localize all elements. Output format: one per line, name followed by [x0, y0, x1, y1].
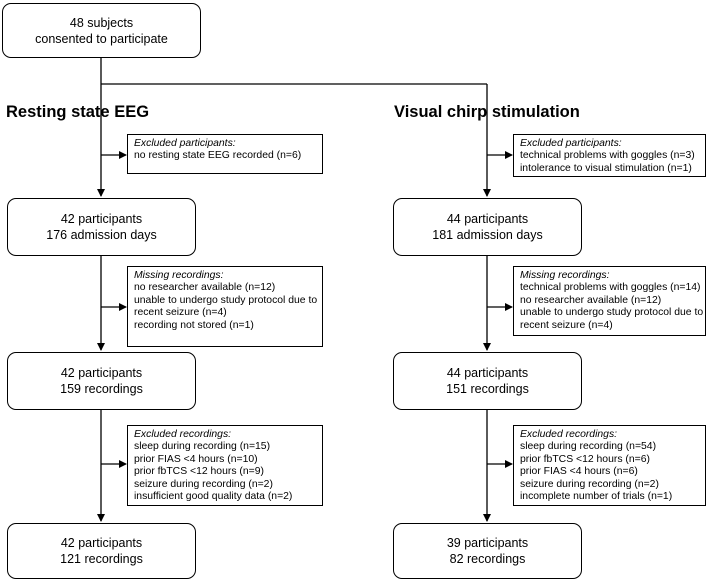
right-excluded-recordings-note: Excluded recordings: sleep during record…: [513, 425, 706, 506]
note-item: recording not stored (n=1): [134, 319, 254, 331]
left-recordings-box: 42 participants 159 recordings: [7, 352, 196, 410]
box-line-1: 42 participants: [60, 212, 143, 226]
note-item: seizure during recording (n=2): [134, 478, 273, 490]
note-title: Excluded participants:: [520, 138, 622, 149]
left-excluded-participants-note: Excluded participants: no resting state …: [127, 134, 323, 174]
note-item: prior fbTCS <12 hours (n=6): [520, 453, 650, 465]
box-line-2: 82 recordings: [449, 552, 526, 566]
note-item: unable to undergo study protocol due to: [134, 294, 318, 306]
note-item: no resting state EEG recorded (n=6): [134, 150, 302, 162]
right-excluded-participants-note: Excluded participants: technical problem…: [513, 134, 706, 177]
note-item: technical problems with goggles (n=14): [520, 282, 701, 294]
note-item: no researcher available (n=12): [134, 282, 276, 294]
left-missing-recordings-note: Missing recordings: no researcher availa…: [127, 266, 323, 347]
note-item: unable to undergo study protocol due to: [520, 307, 704, 319]
box-line-1: 39 participants: [446, 536, 529, 550]
note-item: incomplete number of trials (n=1): [520, 491, 673, 503]
note-item: sleep during recording (n=54): [520, 441, 657, 453]
note-title: Excluded recordings:: [520, 429, 618, 440]
consent-box-line-2: consented to participate: [35, 31, 168, 46]
note-title: Missing recordings:: [134, 270, 224, 281]
left-admission-box: 42 participants 176 admission days: [7, 198, 196, 256]
right-admission-box: 44 participants 181 admission days: [393, 198, 582, 256]
note-title: Excluded recordings:: [134, 429, 232, 440]
note-item: prior FIAS <4 hours (n=6): [520, 466, 638, 478]
right-recordings-box: 44 participants 151 recordings: [393, 352, 582, 410]
consent-box-line-1: 48 subjects: [69, 15, 134, 30]
note-item: no researcher available (n=12): [520, 294, 662, 306]
note-title: Missing recordings:: [520, 270, 610, 281]
note-item: recent seizure (n=4): [134, 307, 227, 319]
note-item: technical problems with goggles (n=3): [520, 150, 695, 162]
box-line-1: 42 participants: [60, 366, 143, 380]
left-heading: Resting state EEG: [6, 103, 150, 121]
box-line-1: 42 participants: [60, 536, 143, 550]
left-excluded-recordings-note: Excluded recordings: sleep during record…: [127, 425, 323, 506]
box-line-2: 176 admission days: [46, 228, 157, 242]
consent-box: 48 subjects consented to participate: [2, 3, 201, 58]
note-item: intolerance to visual stimulation (n=1): [520, 162, 692, 174]
note-title: Excluded participants:: [134, 138, 236, 149]
note-item: prior fbTCS <12 hours (n=9): [134, 466, 264, 478]
box-line-2: 181 admission days: [432, 228, 543, 242]
note-item: prior FIAS <4 hours (n=10): [134, 453, 258, 465]
right-heading: Visual chirp stimulation: [394, 103, 580, 121]
left-final-box: 42 participants 121 recordings: [7, 523, 196, 579]
box-line-2: 151 recordings: [446, 382, 529, 396]
box-line-1: 44 participants: [446, 366, 529, 380]
right-missing-recordings-note: Missing recordings: technical problems w…: [513, 266, 706, 336]
right-final-box: 39 participants 82 recordings: [393, 523, 582, 579]
note-item: seizure during recording (n=2): [520, 478, 659, 490]
box-line-1: 44 participants: [446, 212, 529, 226]
box-line-2: 121 recordings: [60, 552, 143, 566]
box-line-2: 159 recordings: [60, 382, 143, 396]
note-item: recent seizure (n=4): [520, 319, 613, 331]
note-item: sleep during recording (n=15): [134, 441, 271, 453]
note-item: insufficient good quality data (n=2): [134, 491, 293, 503]
